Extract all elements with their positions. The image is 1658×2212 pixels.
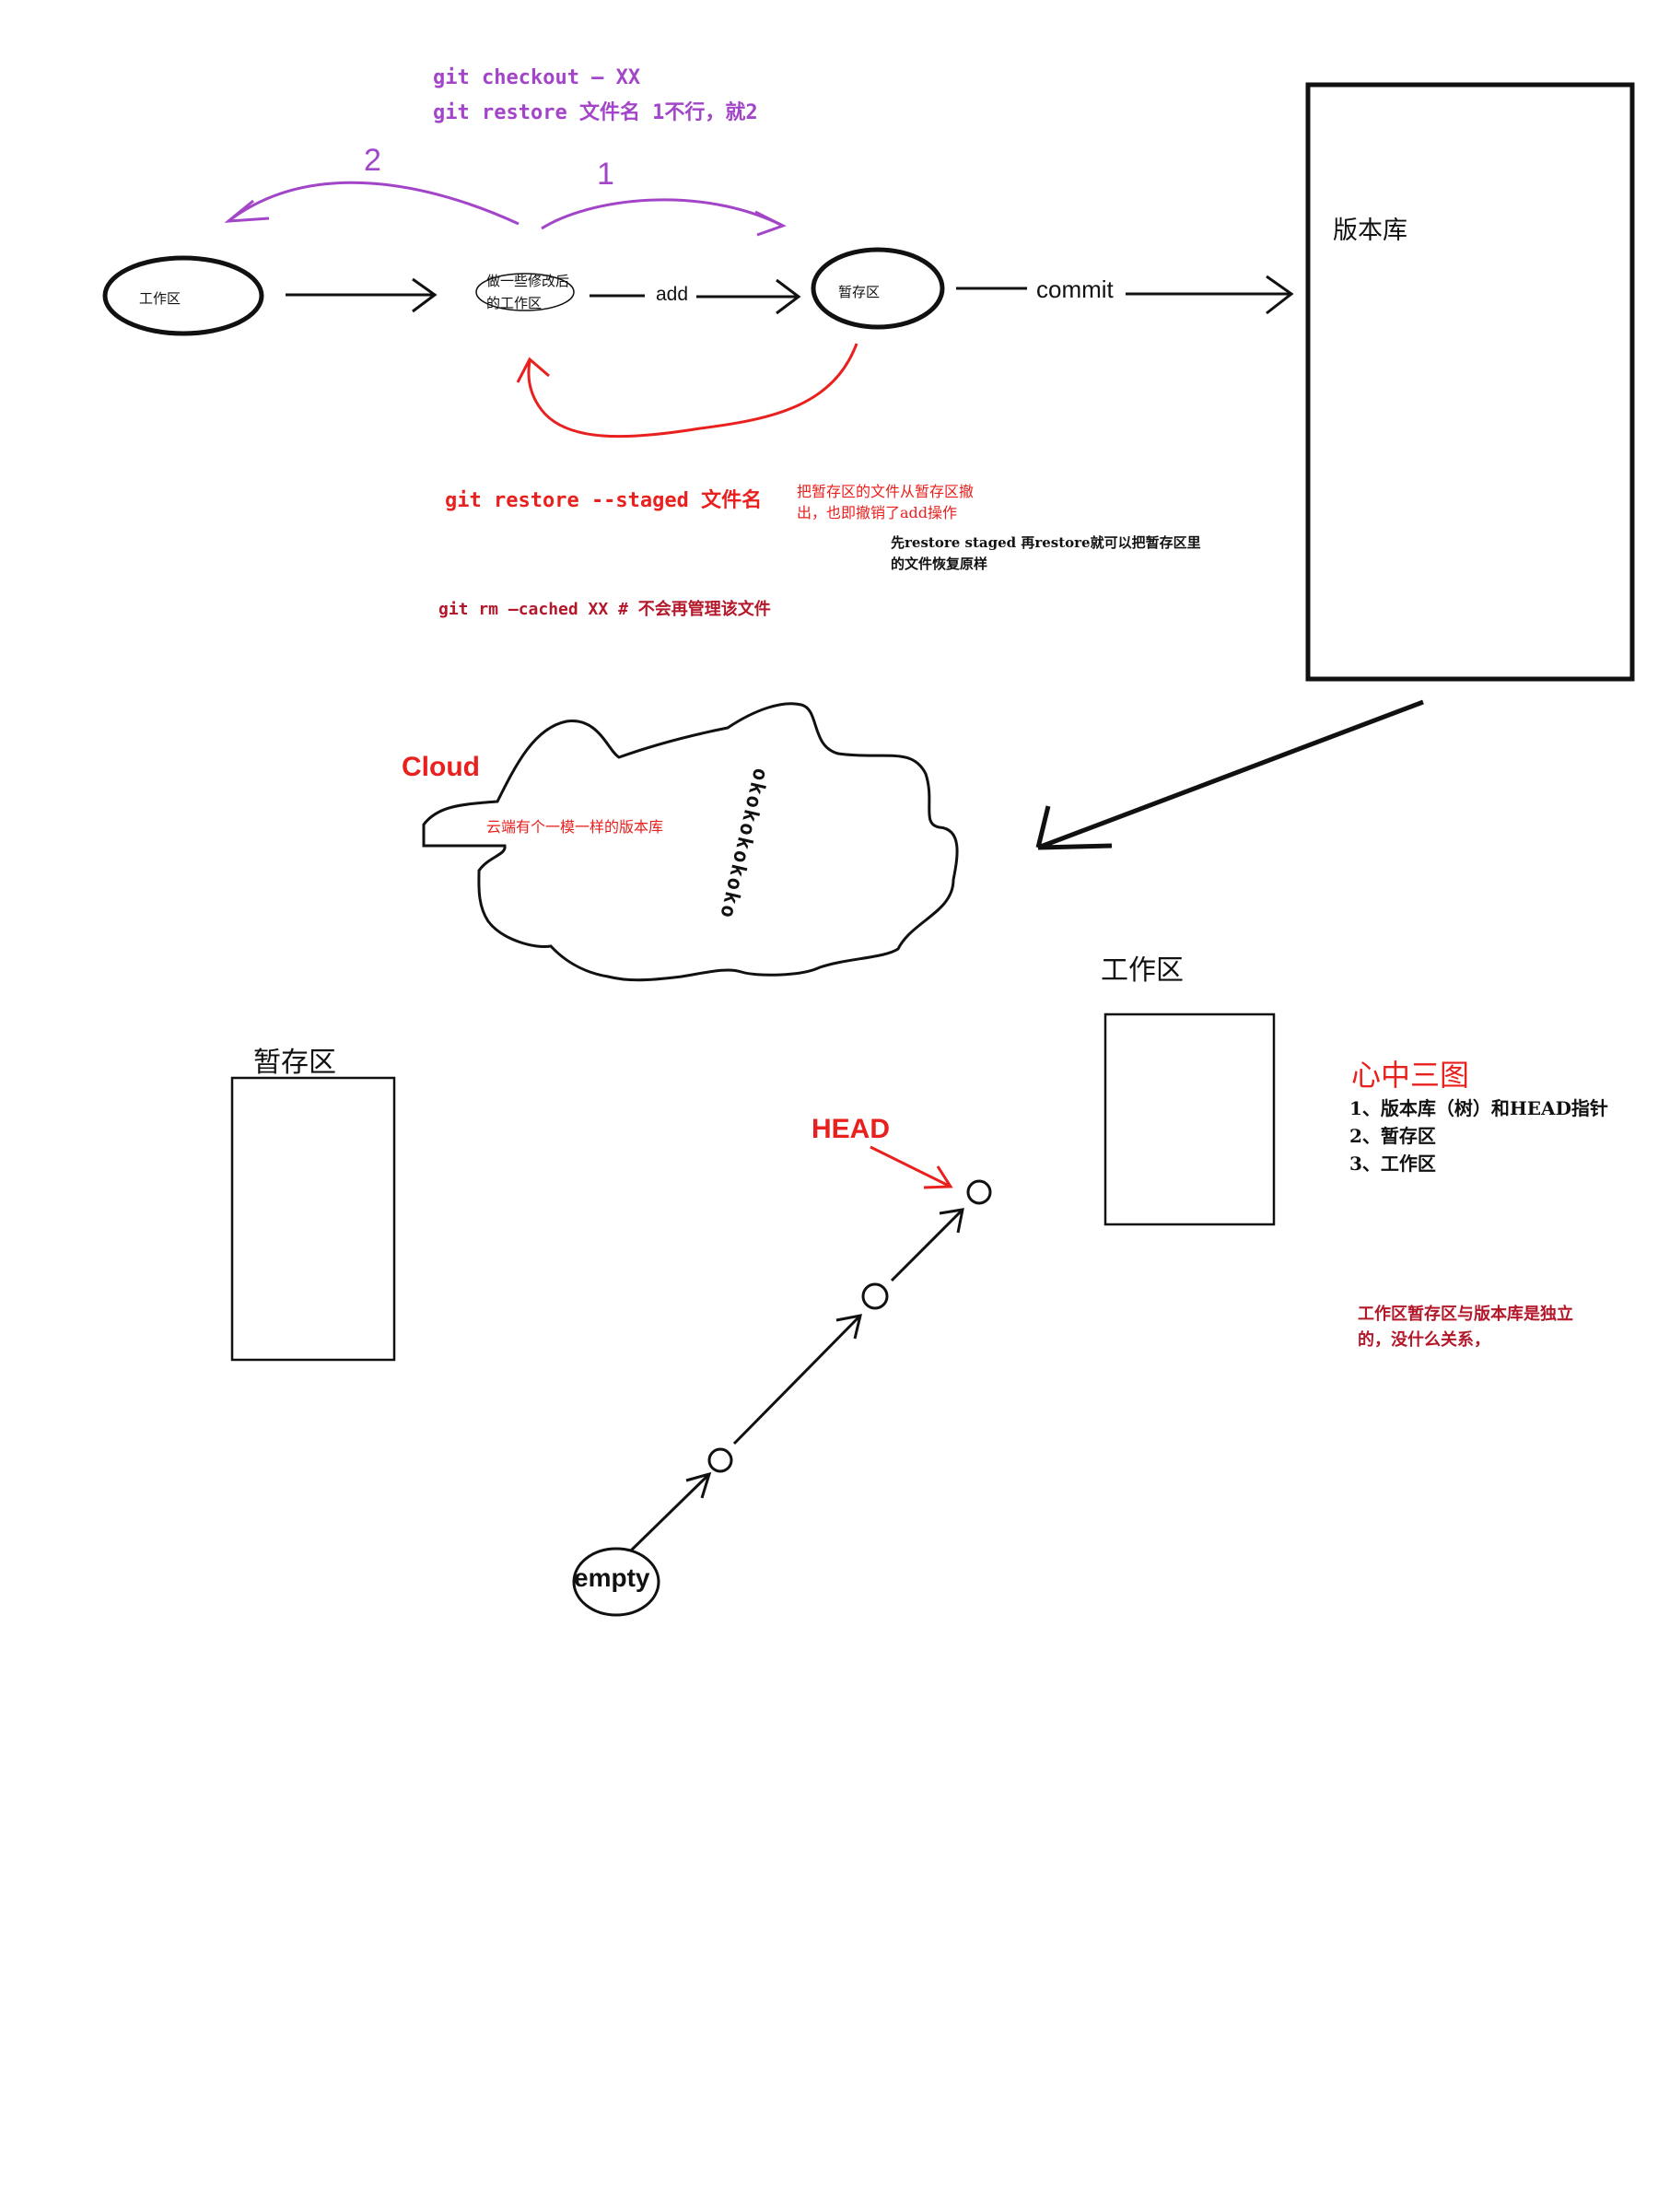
- restore-staged-arrowhead: [516, 357, 550, 383]
- restore-combo-note-line1: 先restore staged 再restore就可以把暂存区里: [891, 534, 1201, 551]
- lower-working-label: 工作区: [1101, 954, 1184, 987]
- head-label: HEAD: [811, 1114, 891, 1144]
- arc-label-2: 2: [364, 143, 381, 178]
- commit-node-1: [707, 1447, 733, 1473]
- three-trees-item-2: 2、暂存区: [1349, 1125, 1436, 1147]
- modified-working-node: [475, 273, 575, 311]
- restore-staged-desc-line1: 把暂存区的文件从暂存区撤: [797, 483, 975, 500]
- arrow-push-cloud: [1035, 699, 1424, 850]
- independence-note-line2: 的，没什么关系，: [1358, 1330, 1490, 1350]
- arrow-add-right: [696, 278, 801, 315]
- cloud-title: Cloud: [402, 752, 480, 782]
- staging-node-label: 暂存区: [838, 284, 881, 300]
- arrow-commit-right: [1126, 275, 1294, 315]
- chain-arrow-1: [629, 1471, 712, 1552]
- three-trees-item-3: 3、工作区: [1349, 1153, 1436, 1175]
- restore-arc-2: [228, 181, 520, 226]
- modified-node-label-line2: 的工作区: [486, 295, 543, 311]
- restore-arc-2-arrowhead: [224, 199, 270, 223]
- arrow-edit: [286, 277, 438, 313]
- lower-staging-label: 暂存区: [253, 1047, 336, 1079]
- restore-arc-1-arrowhead: [754, 210, 787, 237]
- cloud-description: 云端有个一模一样的版本库: [486, 818, 664, 836]
- three-trees-title: 心中三图: [1351, 1058, 1470, 1093]
- add-label: add: [656, 284, 689, 305]
- working-area-node: [102, 255, 264, 336]
- restore-combo-note-line2: 的文件恢复原样: [891, 556, 988, 572]
- three-trees-item-1: 1、版本库（树）和HEAD指针: [1349, 1097, 1608, 1119]
- lower-working-box: [1103, 1012, 1276, 1226]
- restore-staged-desc-line2: 出，也即撤销了add操作: [797, 504, 958, 521]
- cloud-shape: [422, 702, 959, 982]
- independence-note-line1: 工作区暂存区与版本库是独立: [1358, 1305, 1573, 1324]
- restore-staged-command: git restore --staged 文件名: [445, 489, 763, 512]
- restore-staged-arc: [527, 343, 858, 439]
- restore-file-command: git restore 文件名 1不行，就2: [433, 101, 758, 124]
- checkout-command: git checkout — XX: [433, 66, 641, 89]
- empty-label: empty: [574, 1563, 650, 1592]
- restore-arc-1: [541, 198, 784, 230]
- chain-arrow-3: [890, 1208, 964, 1282]
- rm-cached-command: git rm —cached XX # 不会再管理该文件: [438, 600, 771, 619]
- modified-node-label-line1: 做一些修改后: [486, 273, 570, 289]
- repository-box: [1305, 82, 1635, 682]
- commit-label: commit: [1036, 275, 1114, 303]
- working-area-node-label: 工作区: [139, 290, 181, 307]
- commit-node-2: [861, 1282, 889, 1310]
- staging-area-node: [811, 247, 945, 330]
- empty-node: [572, 1547, 660, 1617]
- lower-staging-box: [230, 1076, 396, 1362]
- commit-node-head: [966, 1179, 992, 1205]
- arc-label-1: 1: [597, 157, 614, 192]
- head-pointer-arrow: [870, 1145, 953, 1189]
- chain-arrow-2: [732, 1314, 863, 1445]
- repository-label: 版本库: [1333, 217, 1407, 245]
